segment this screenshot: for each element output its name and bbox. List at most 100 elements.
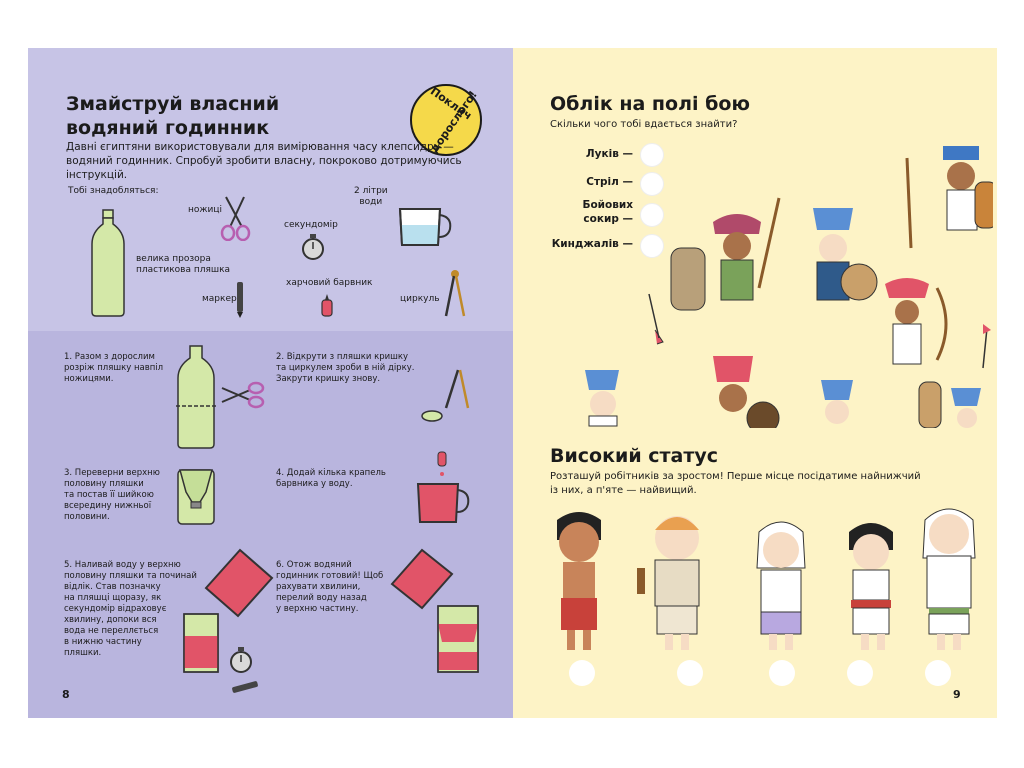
warrior-figure <box>821 380 853 424</box>
step-2: 2. Відкрути з пляшки кришку та циркулем … <box>276 352 414 385</box>
worker-figure <box>849 523 893 650</box>
stopwatch-icon <box>230 647 252 673</box>
status-subtitle: Розташуй робітників за зростом! Перше мі… <box>550 470 921 498</box>
step-line: всередину нижньої <box>64 501 152 511</box>
step-line: 5. Наливай воду у верхню <box>64 560 181 570</box>
step-line: розріж пляшку навпіл <box>64 363 164 373</box>
step-3: 3. Переверни верхню половину пляшки та п… <box>64 468 160 523</box>
rank-circle-5[interactable] <box>925 660 951 686</box>
marker-label: маркер <box>202 294 237 304</box>
call-adult-badge: Поклич дорослого! <box>410 84 482 156</box>
instructions-panel <box>28 331 513 718</box>
compass-cap-icon <box>421 369 470 422</box>
step-line: 3. Переверни верхню <box>64 468 160 478</box>
compass-label: циркуль <box>400 294 440 304</box>
step-line: та постав її шийкою <box>64 490 154 500</box>
bottle-label-line: пластикова пляшка <box>136 265 231 275</box>
warrior-figure <box>918 381 981 428</box>
materials-label: Тобі знадобляться: <box>68 186 159 196</box>
bows-label: Луків — <box>585 148 633 160</box>
warrior-figure <box>713 356 780 428</box>
axes-count-circle[interactable] <box>640 203 664 227</box>
step-line: годинник готовий! Щоб <box>276 571 384 581</box>
status-title: Високий статус <box>550 445 719 467</box>
water-clock-icon <box>390 548 479 673</box>
battlefield-subtitle: Скільки чого тобі вдається знайти? <box>550 119 738 130</box>
step-line: в нижню частину <box>64 637 142 647</box>
marker-icon <box>232 681 258 693</box>
step-line: половину пляшки <box>64 479 144 489</box>
pouring-jug-icon <box>183 548 274 673</box>
left-page: Змайструй власний водяний годинник Покли… <box>28 48 513 718</box>
step-line: 4. Додай кілька крапель <box>276 468 386 478</box>
daggers-count-circle[interactable] <box>640 234 664 258</box>
rank-circle-3[interactable] <box>769 660 795 686</box>
step-line: 6. Отож водяний <box>276 560 352 570</box>
step-line: 1. Разом з дорослим <box>64 352 155 362</box>
water-label: 2 літри води <box>354 186 388 208</box>
battlefield-title: Облік на полі бою <box>550 93 750 115</box>
step-5: 5. Наливай воду у верхню половину пляшки… <box>64 560 197 659</box>
step-line: відлік. Став позначку <box>64 582 161 592</box>
step-line: ножицями. <box>64 374 114 384</box>
left-title-line: Змайструй власний <box>66 93 280 115</box>
marker-icon <box>237 282 243 318</box>
step-line: та циркулем зроби в ній дірку. <box>276 363 415 373</box>
step-line: хвилину, допоки вся <box>64 615 157 625</box>
dye-bottle-icon <box>321 294 333 317</box>
right-page: Облік на полі бою Скільки чого тобі вдає… <box>513 48 997 718</box>
arrows-count-circle[interactable] <box>640 172 664 196</box>
warrior-figure <box>813 208 878 301</box>
worker-figure <box>557 512 601 650</box>
arrows-label: Стріл — <box>586 176 633 188</box>
rank-circle-4[interactable] <box>847 660 873 686</box>
step-line: половини. <box>64 512 110 522</box>
status-subtitle-line: із них, а п'яте — найвищий. <box>550 485 697 496</box>
bottle-label-line: велика прозора <box>136 254 211 264</box>
daggers-label: Кинджалів — <box>551 238 633 250</box>
axes-label: Бойових сокир — <box>533 198 633 226</box>
step-line: у верхню частину. <box>276 604 359 614</box>
stopwatch-label: секундомір <box>284 220 338 230</box>
worker-figure <box>756 521 806 650</box>
left-title: Змайструй власний водяний годинник <box>66 92 279 140</box>
compass-icon <box>444 270 466 317</box>
page-number-right: 9 <box>953 688 961 701</box>
step-line: секундомір відраховує <box>64 604 167 614</box>
step-line: рахувати хвилини, <box>276 582 361 592</box>
inverted-bottle-icon <box>177 469 215 525</box>
bows-count-circle[interactable] <box>640 143 664 167</box>
water-label-line: 2 літри <box>354 186 388 196</box>
intro-line: водяний годинник. Спробуй зробити власну… <box>66 155 462 181</box>
measuring-jug-icon <box>398 208 452 246</box>
stopwatch-icon <box>302 234 324 260</box>
left-title-line: водяний годинник <box>66 117 270 139</box>
step-line: половину пляшки та починай <box>64 571 197 581</box>
warrior-figure <box>585 370 619 427</box>
warrior-figure <box>670 197 781 311</box>
bottle-icon <box>91 209 125 317</box>
rank-circle-2[interactable] <box>677 660 703 686</box>
step-1: 1. Разом з дорослим розріж пляшку навпіл… <box>64 352 163 385</box>
water-label-line: води <box>359 197 383 207</box>
left-intro: Давні єгиптяни використовували для вимір… <box>66 140 506 182</box>
step-line: перелий воду назад <box>276 593 367 603</box>
workers-illustration <box>557 508 976 650</box>
step-line: на пляшці щоразу, як <box>64 593 162 603</box>
page-number-left: 8 <box>62 688 70 701</box>
scissors-icon <box>220 196 251 241</box>
scissors-icon <box>221 381 265 409</box>
warrior-figure <box>905 146 993 249</box>
step-line: вода не переллється <box>64 626 159 636</box>
worker-figure <box>922 508 976 650</box>
status-subtitle-line: Розташуй робітників за зростом! Перше мі… <box>550 471 921 482</box>
battle-scene-illustration <box>585 146 993 428</box>
step-6: 6. Отож водяний годинник готовий! Щоб ра… <box>276 560 383 615</box>
scissors-label: ножиці <box>188 205 222 215</box>
worker-figure <box>637 516 700 650</box>
warrior-figure <box>885 278 948 365</box>
rank-circle-1[interactable] <box>569 660 595 686</box>
bottle-label: велика прозора пластикова пляшка <box>136 254 230 276</box>
dye-label: харчовий барвник <box>286 278 373 288</box>
step-4: 4. Додай кілька крапель барвника у воду. <box>276 468 386 490</box>
